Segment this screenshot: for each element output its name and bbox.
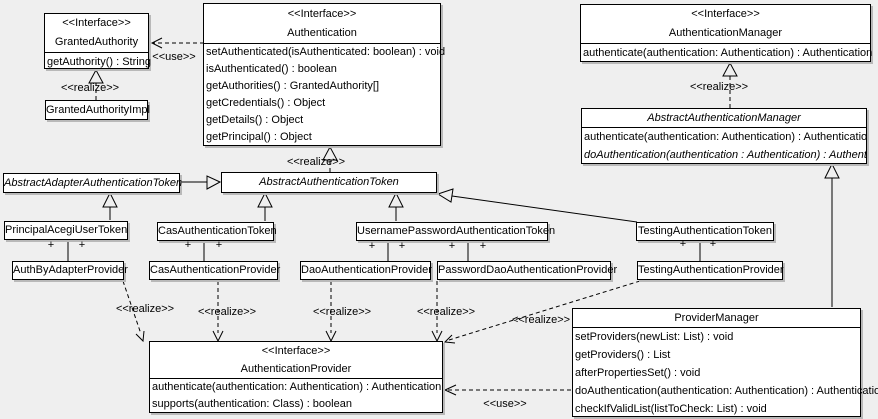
realize-edge-testingprovider [448, 280, 641, 341]
class-name: AbstractAuthenticationToken [259, 176, 399, 188]
class-authentication: <<Interface>> Authentication setAuthenti… [203, 3, 446, 146]
plus-mark: + [709, 238, 717, 250]
class-principal-acegi-user-token: PrincipalAcegiUserToken [4, 221, 128, 240]
class-abstract-authentication-manager: AbstractAuthenticationManager authentica… [581, 108, 867, 164]
class-name: Authentication [287, 27, 357, 39]
triangle-arrowhead-icon [436, 188, 454, 203]
class-password-dao-authentication-provider: PasswordDaoAuthenticationProvider [437, 261, 618, 280]
class-name: AuthenticationManager [668, 27, 783, 39]
method-label: getPrincipal() : Object [206, 131, 312, 143]
method-label: authenticate(authentication: Authenticat… [152, 381, 442, 393]
plus-mark: + [398, 240, 406, 252]
class-name: GrantedAuthorityImpl [46, 104, 150, 116]
plus-mark: + [448, 240, 456, 252]
triangle-arrowhead-icon [824, 162, 840, 179]
method-label: getCredentials() : Object [206, 97, 326, 109]
class-name: TestingAuthenticationToken [638, 225, 772, 237]
triangle-arrowhead-icon [88, 68, 104, 84]
realize-label: <<realize>> [689, 81, 749, 93]
generalize-edge-testingtoken [451, 195, 638, 223]
method-label: afterPropertiesSet() : void [575, 367, 701, 379]
class-name: PrincipalAcegiUserToken [5, 224, 128, 236]
open-arrowhead-icon [150, 37, 163, 49]
class-name: GrantedAuthority [54, 36, 139, 48]
method-label: getProviders() : List [575, 349, 671, 361]
method-label: authenticate(authentication: Authenticat… [584, 131, 867, 143]
plus-mark: + [215, 239, 223, 251]
class-provider-manager: ProviderManager setProviders(newList: Li… [572, 308, 878, 417]
use-label: <<use>> [152, 51, 196, 63]
realize-label: <<realize>> [511, 314, 571, 326]
plus-mark: + [78, 239, 86, 251]
realize-edge-authbyadapterprovider [122, 280, 142, 335]
class-abstract-authentication-token: AbstractAuthenticationToken [221, 172, 437, 193]
realize-label: <<realize>> [416, 306, 476, 318]
class-name: PasswordDaoAuthenticationProvider [438, 264, 618, 276]
class-name: AbstractAdapterAuthenticationToken [4, 177, 183, 189]
plus-mark: + [368, 240, 376, 252]
class-authentication-manager: <<Interface>> AuthenticationManager auth… [580, 4, 873, 62]
triangle-arrowhead-icon [322, 145, 338, 161]
class-name: AuthByAdapterProvider [13, 264, 128, 276]
class-testing-authentication-token: TestingAuthenticationToken [636, 222, 774, 241]
stereotype-label: <<Interface>> [62, 17, 131, 29]
method-label: checkIfValidList(listToCheck: List) : vo… [575, 403, 767, 415]
class-cas-authentication-token: CasAuthenticationToken [157, 222, 277, 241]
method-label: setAuthenticated(isAuthenticated: boolea… [206, 46, 446, 58]
realize-label: <<realize>> [115, 303, 175, 315]
plus-mark: + [479, 240, 487, 252]
class-name: ProviderManager [674, 312, 759, 324]
method-label: isAuthenticated() : boolean [206, 63, 337, 75]
open-arrowhead-icon [135, 330, 145, 343]
class-auth-by-adapter-provider: AuthByAdapterProvider [12, 261, 128, 280]
realize-label: <<realize>> [286, 156, 346, 168]
method-label: getDetails() : Object [206, 114, 304, 126]
stereotype-label: <<Interface>> [287, 8, 357, 20]
method-label: setProviders(newList: List) : void [575, 331, 734, 343]
use-label: <<use>> [483, 398, 527, 410]
class-name: DaoAuthenticationProvider [301, 264, 432, 276]
class-name: CasAuthenticationToken [158, 225, 277, 237]
triangle-arrowhead-icon [102, 191, 118, 208]
class-name: TestingAuthenticationProvider [638, 264, 784, 276]
realize-label: <<realize>> [197, 306, 257, 318]
class-cas-authentication-provider: CasAuthenticationProvider [149, 261, 281, 280]
plus-mark: + [679, 238, 687, 250]
triangle-arrowhead-icon [388, 191, 404, 208]
triangle-arrowhead-icon [206, 175, 222, 190]
method-label: getAuthority() : String [47, 56, 151, 68]
stereotype-label: <<Interface>> [691, 8, 760, 20]
class-name: AuthenticationProvider [240, 363, 352, 375]
triangle-arrowhead-icon [722, 61, 738, 77]
plus-mark: + [184, 239, 192, 251]
realize-label: <<realize>> [60, 82, 120, 94]
triangle-arrowhead-icon [257, 191, 273, 208]
class-username-password-authentication-token: UsernamePasswordAuthenticationToken [356, 222, 556, 241]
method-label: getAuthorities() : GrantedAuthority[] [206, 80, 380, 92]
method-label: authenticate(authentication: Authenticat… [583, 47, 873, 59]
open-arrowhead-icon [443, 384, 457, 396]
method-label: doAuthentication(authentication : Authen… [584, 149, 867, 161]
method-label: doAuthentication(authentication: Authent… [575, 385, 878, 397]
class-granted-authority: <<Interface>> GrantedAuthority getAuthor… [44, 13, 151, 69]
class-name: AbstractAuthenticationManager [647, 112, 801, 124]
class-granted-authority-impl: GrantedAuthorityImpl [45, 100, 150, 120]
realize-label: <<realize>> [312, 306, 372, 318]
class-authentication-provider: <<Interface>> AuthenticationProvider aut… [149, 341, 443, 413]
class-testing-authentication-provider: TestingAuthenticationProvider [637, 261, 784, 280]
stereotype-label: <<Interface>> [261, 345, 331, 357]
open-arrowhead-icon [443, 334, 456, 344]
class-name: UsernamePasswordAuthenticationToken [357, 225, 556, 237]
class-dao-authentication-provider: DaoAuthenticationProvider [300, 261, 432, 280]
method-label: supports(authentication: Class) : boolea… [152, 398, 352, 410]
class-abstract-adapter-authentication-token: AbstractAdapterAuthenticationToken [3, 173, 183, 193]
class-name: CasAuthenticationProvider [150, 264, 281, 276]
plus-mark: + [47, 239, 55, 251]
